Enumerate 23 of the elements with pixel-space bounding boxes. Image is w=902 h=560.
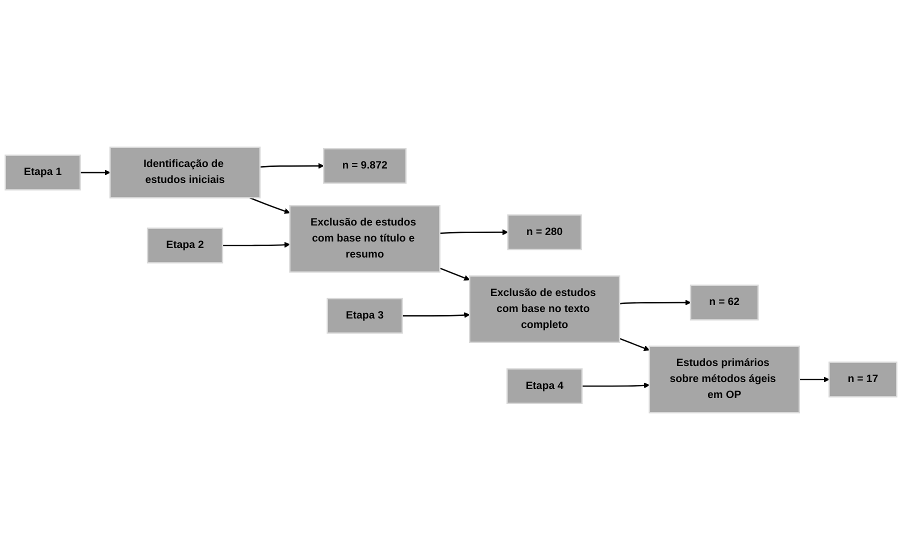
node-box: n = 62	[690, 284, 759, 320]
arrow	[582, 382, 650, 388]
node-box: Etapa 1	[4, 154, 81, 190]
node-box: n = 9.872	[323, 148, 407, 184]
arrow	[440, 268, 470, 281]
arrow	[619, 338, 650, 351]
arrow	[799, 376, 830, 382]
node-box: Exclusão de estudos com base no texto completo	[468, 275, 620, 344]
arrow	[80, 170, 110, 176]
arrow	[440, 229, 508, 236]
node-box: n = 280	[507, 214, 582, 250]
arrow	[402, 312, 470, 318]
arrow	[619, 300, 691, 306]
node-box: Etapa 3	[326, 298, 403, 334]
node-box: Estudos primários sobre métodos ágeis em OP	[648, 346, 800, 414]
node-box: Exclusão de estudos com base no título e resumo	[289, 205, 440, 273]
arrow	[249, 197, 290, 214]
arrow	[222, 242, 290, 248]
arrow	[260, 162, 324, 169]
node-box: Etapa 4	[506, 368, 583, 404]
node-box: n = 17	[828, 362, 898, 398]
node-box: Identificação de estudos iniciais	[109, 146, 261, 198]
node-box: Etapa 2	[146, 228, 224, 264]
